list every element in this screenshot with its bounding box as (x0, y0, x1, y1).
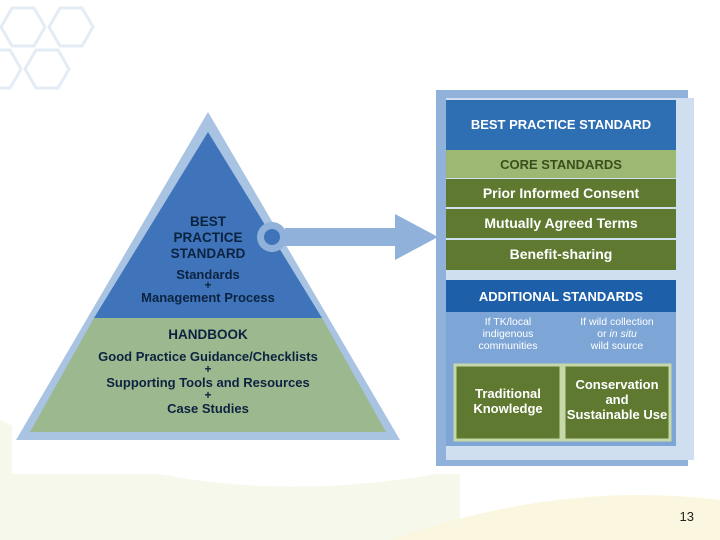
core-standards-bg (446, 150, 676, 178)
box-right-bg (562, 363, 672, 442)
background-swoosh-right (390, 495, 720, 540)
hexagon-decoration (0, 6, 95, 90)
core-item-bg-2 (446, 209, 676, 238)
box-left-bg (453, 363, 563, 442)
pyramid-top-plus: + (204, 278, 212, 292)
arrow-connector (257, 214, 438, 260)
condition-wild-line2: or in situ (564, 328, 670, 340)
pyramid-top-section (94, 132, 322, 318)
conservation-box: Conservation and Sustainable Use (566, 377, 668, 422)
core-item-prior-informed-consent: Prior Informed Consent (482, 185, 640, 201)
condition-wild-line3: wild source (590, 340, 644, 352)
core-item-bg-1 (446, 179, 676, 207)
panel-header: BEST PRACTICE STANDARD (470, 117, 652, 132)
pyramid-top-title: BEST PRACTICE STANDARD (170, 214, 246, 261)
background-swoosh (0, 420, 460, 540)
additional-standards-bg (446, 280, 676, 312)
condition-tk-local: If TK/local indigenous communities (478, 316, 538, 352)
handbook-plus1: + (204, 362, 212, 376)
pyramid-top-line1: Standards (176, 267, 240, 282)
handbook-line2: Supporting Tools and Resources (106, 375, 310, 390)
condition-wild-line1: If wild collection (580, 316, 654, 328)
core-item-bg-3 (446, 240, 676, 270)
pyramid (16, 112, 400, 440)
additional-standards-title: ADDITIONAL STANDARDS (478, 289, 644, 304)
handbook-plus2: + (204, 388, 212, 402)
panel-header-bg (446, 100, 676, 150)
page-number: 13 (679, 509, 694, 524)
core-item-benefit-sharing: Benefit-sharing (509, 246, 613, 262)
condition-or: or (597, 328, 610, 340)
handbook-line3: Case Studies (167, 401, 249, 416)
standards-panel (436, 90, 694, 466)
core-item-mutually-agreed-terms: Mutually Agreed Terms (484, 215, 638, 231)
handbook-title: HANDBOOK (168, 327, 248, 342)
condition-wild-collection: If wild collection or in situ wild sourc… (564, 316, 670, 352)
pyramid-top-line2: Management Process (141, 290, 275, 305)
condition-in-situ: in situ (609, 328, 637, 340)
traditional-knowledge-box: Traditional Knowledge (473, 386, 543, 416)
pyramid-bottom-section (30, 318, 386, 432)
handbook-line1: Good Practice Guidance/Checklists (98, 349, 318, 364)
core-standards-title: CORE STANDARDS (500, 157, 622, 172)
